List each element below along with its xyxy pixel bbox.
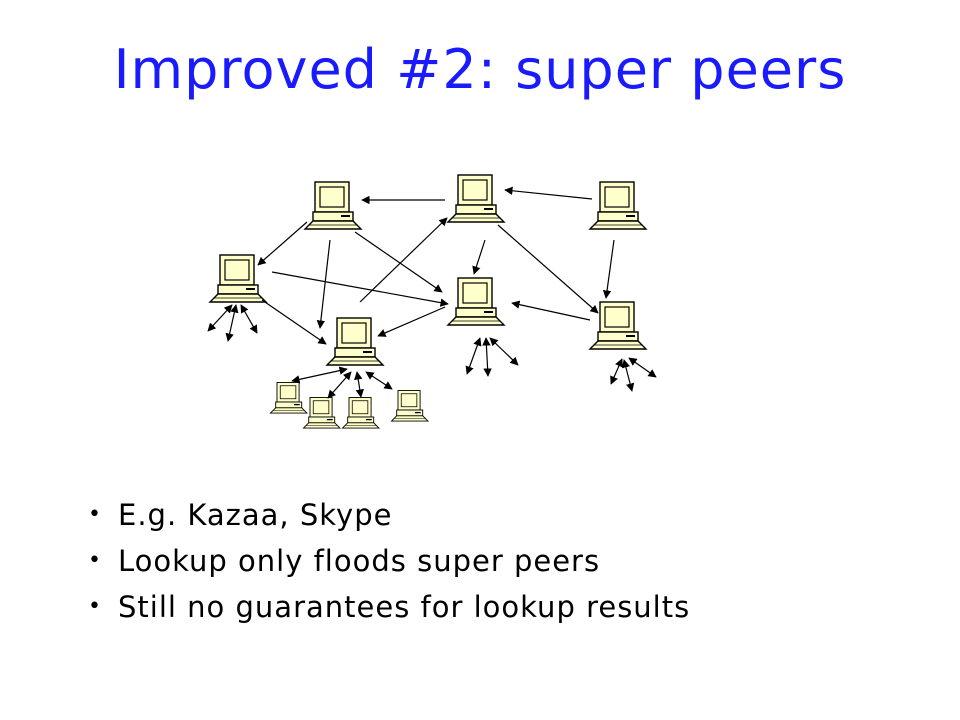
bullet-marker: • — [88, 594, 102, 619]
bullet-list: • E.g. Kazaa, Skype • Lookup only floods s… — [88, 492, 690, 630]
leaf-4 — [391, 390, 429, 422]
peer-top-right — [589, 181, 647, 230]
peer-top-left — [304, 181, 362, 230]
super-peer-links — [257, 186, 615, 345]
client-links — [207, 304, 657, 399]
peer-top-center — [447, 174, 505, 223]
bullet-item: • Still no guarantees for lookup results — [88, 584, 690, 630]
peer-center — [447, 277, 505, 326]
bullet-text: Still no guarantees for lookup results — [118, 590, 691, 624]
bullet-item: • Lookup only floods super peers — [88, 538, 690, 584]
bullet-text: E.g. Kazaa, Skype — [118, 498, 393, 532]
peer-bottom-center — [326, 317, 384, 366]
leaf-2 — [303, 397, 341, 429]
bullet-marker: • — [88, 548, 102, 573]
peer-left — [209, 254, 267, 303]
bullet-item: • E.g. Kazaa, Skype — [88, 492, 690, 538]
bullet-marker: • — [88, 502, 102, 527]
leaf-3 — [342, 397, 380, 429]
leaf-1 — [270, 382, 308, 414]
bullet-text: Lookup only floods super peers — [118, 544, 601, 578]
slide-title: Improved #2: super peers — [113, 38, 847, 101]
peer-right — [589, 301, 647, 350]
